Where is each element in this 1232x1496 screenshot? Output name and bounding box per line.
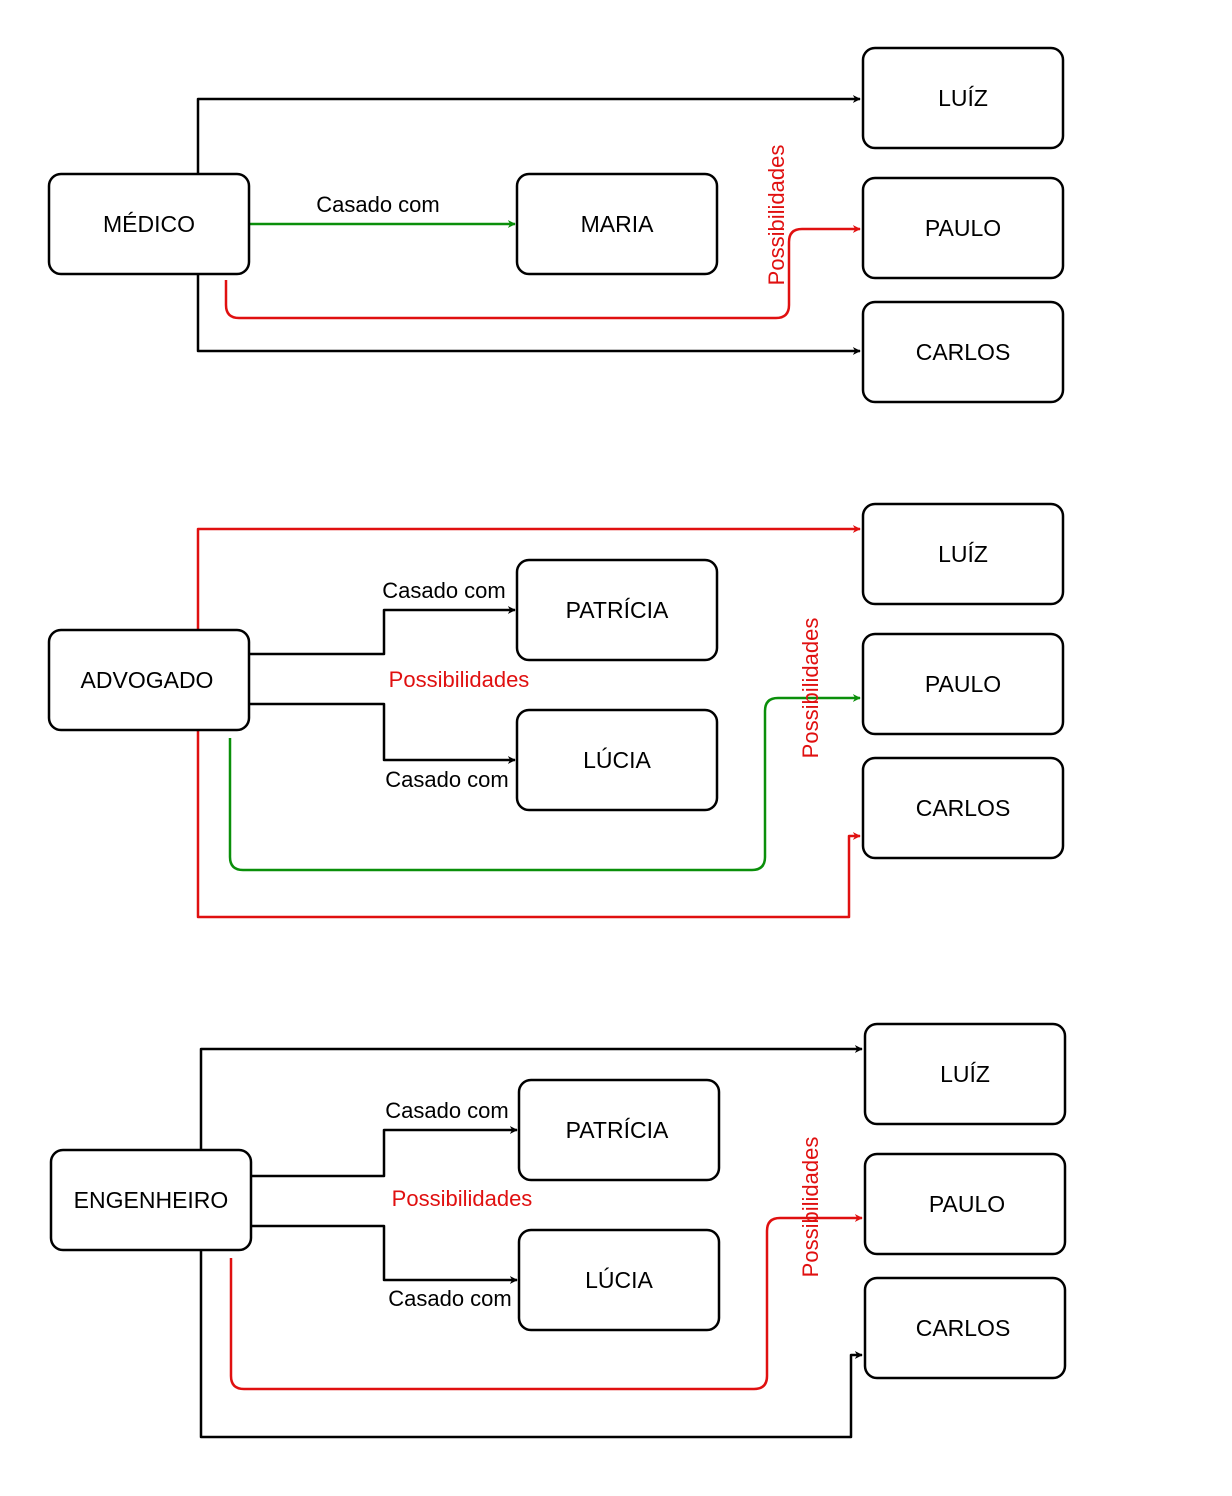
node-label: MARIA	[581, 211, 655, 237]
node-label: ENGENHEIRO	[74, 1187, 229, 1213]
node-paulo[interactable]: PAULO	[861, 632, 1065, 736]
edge-advogado-luiz-possibility	[196, 525, 861, 630]
edge-label-casado-com-patricia: Casado com	[382, 578, 506, 603]
node-medico[interactable]: MÉDICO	[47, 172, 251, 276]
edge-label-casado-com-lucia: Casado com	[388, 1286, 512, 1311]
diagram-2: Casado com Casado com Possibilidades Pos…	[47, 502, 1065, 919]
node-paulo[interactable]: PAULO	[863, 1152, 1067, 1256]
node-advogado[interactable]: ADVOGADO	[47, 628, 251, 732]
node-patricia[interactable]: PATRÍCIA	[517, 1078, 721, 1182]
diagram-3: Casado com Casado com Possibilidades Pos…	[49, 1022, 1067, 1439]
edge-label-possibilidades-h: Possibilidades	[392, 1186, 533, 1211]
edge-advogado-paulo-possibility	[228, 694, 861, 872]
edge-medico-carlos	[196, 274, 861, 355]
node-label: PAULO	[925, 671, 1001, 697]
edge-label-casado-com-lucia: Casado com	[385, 767, 509, 792]
node-luiz[interactable]: LUÍZ	[863, 1022, 1067, 1126]
edge-medico-luiz	[196, 95, 861, 174]
node-maria[interactable]: MARIA	[515, 172, 719, 276]
edge-engenheiro-patricia	[251, 1126, 518, 1178]
node-label: LÚCIA	[583, 747, 651, 773]
edge-engenheiro-paulo-possibility	[229, 1214, 863, 1391]
edge-label-possibilidades: Possibilidades	[764, 145, 789, 286]
edge-engenheiro-carlos	[199, 1250, 863, 1439]
edge-medico-paulo-possibility	[224, 225, 861, 320]
node-lucia[interactable]: LÚCIA	[515, 708, 719, 812]
node-label: PATRÍCIA	[566, 1117, 669, 1143]
node-label: CARLOS	[916, 1315, 1011, 1341]
edge-label-casado-com: Casado com	[316, 192, 440, 217]
node-luiz[interactable]: LUÍZ	[861, 502, 1065, 606]
node-label: PAULO	[929, 1191, 1005, 1217]
node-carlos[interactable]: CARLOS	[861, 300, 1065, 404]
node-label: CARLOS	[916, 795, 1011, 821]
node-label: LUÍZ	[940, 1061, 990, 1087]
node-lucia[interactable]: LÚCIA	[517, 1228, 721, 1332]
node-carlos[interactable]: CARLOS	[863, 1276, 1067, 1380]
node-label: ADVOGADO	[81, 667, 214, 693]
edge-advogado-lucia	[249, 702, 516, 764]
edge-engenheiro-lucia	[251, 1224, 518, 1284]
node-label: LUÍZ	[938, 85, 988, 111]
edge-engenheiro-luiz	[199, 1045, 863, 1150]
edge-label-possibilidades-v: Possibilidades	[798, 618, 823, 759]
edge-label-possibilidades-v: Possibilidades	[798, 1137, 823, 1278]
node-engenheiro[interactable]: ENGENHEIRO	[49, 1148, 253, 1252]
edge-advogado-patricia	[249, 606, 516, 656]
node-luiz[interactable]: LUÍZ	[861, 46, 1065, 150]
diagram-1: Casado com Possibilidades MÉDICO MARIA L…	[47, 46, 1065, 404]
node-patricia[interactable]: PATRÍCIA	[515, 558, 719, 662]
edge-label-casado-com-patricia: Casado com	[385, 1098, 509, 1123]
node-label: PATRÍCIA	[566, 597, 669, 623]
edge-advogado-carlos-possibility	[196, 730, 861, 919]
edge-label-possibilidades-h: Possibilidades	[389, 667, 530, 692]
node-label: LUÍZ	[938, 541, 988, 567]
node-label: MÉDICO	[103, 211, 195, 237]
node-label: PAULO	[925, 215, 1001, 241]
node-paulo[interactable]: PAULO	[861, 176, 1065, 280]
node-carlos[interactable]: CARLOS	[861, 756, 1065, 860]
node-label: CARLOS	[916, 339, 1011, 365]
node-label: LÚCIA	[585, 1267, 653, 1293]
